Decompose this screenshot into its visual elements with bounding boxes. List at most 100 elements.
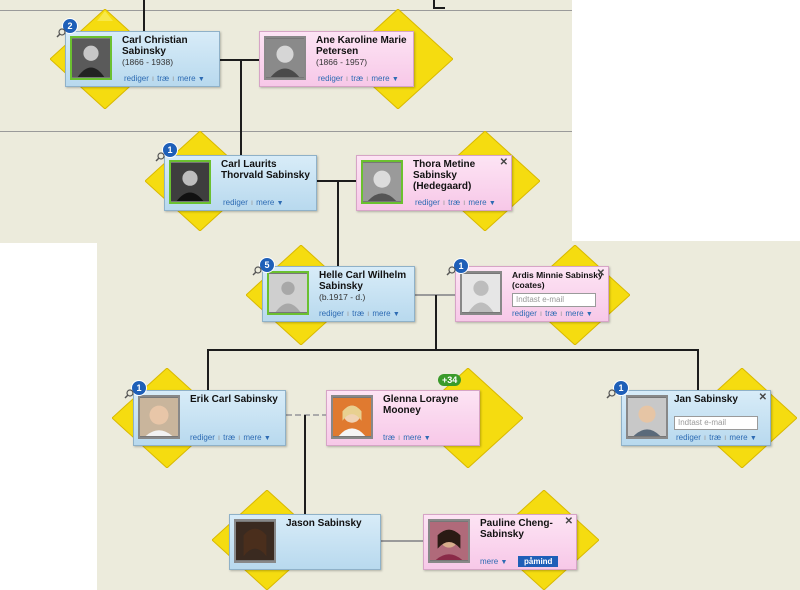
person-card-thora[interactable]: Thora Metine Sabinsky (Hedegaard) ✕ redi… xyxy=(356,155,512,211)
person-photo[interactable] xyxy=(331,395,373,439)
connector-line xyxy=(207,349,209,391)
person-photo[interactable] xyxy=(460,271,502,315)
more-link[interactable]: mere ▼ xyxy=(372,309,399,318)
tree-link[interactable]: træ xyxy=(223,433,236,442)
person-name[interactable]: Thora Metine Sabinsky (Hedegaard) xyxy=(413,159,476,192)
person-photo[interactable] xyxy=(626,395,668,439)
more-label: mere xyxy=(480,557,499,566)
close-icon[interactable]: ✕ xyxy=(758,392,767,403)
more-label: mere xyxy=(372,309,391,318)
person-card-ane-karoline[interactable]: Ane Karoline Marie Petersen(1866 - 1957)… xyxy=(259,31,414,87)
person-name[interactable]: Ardis Minnie Sabinsky (coates) xyxy=(512,270,603,290)
close-icon[interactable]: ✕ xyxy=(564,516,573,527)
more-label: mere xyxy=(729,433,748,442)
person-name[interactable]: Ane Karoline Marie Petersen(1866 - 1957) xyxy=(316,35,407,67)
tree-link[interactable]: træ xyxy=(352,309,365,318)
separator: ı xyxy=(366,74,369,83)
person-card-ardis[interactable]: Ardis Minnie Sabinsky (coates) ✕ Indtast… xyxy=(455,266,609,322)
person-name[interactable]: Carl Laurits Thorvald Sabinsky xyxy=(221,159,310,181)
person-photo[interactable] xyxy=(70,36,112,80)
partner-dashed-line xyxy=(286,414,328,416)
connector-line xyxy=(433,7,445,9)
more-link[interactable]: mere ▼ xyxy=(256,198,283,207)
more-link[interactable]: mere ▼ xyxy=(177,74,204,83)
email-field[interactable]: Indtast e-mail xyxy=(674,416,758,430)
connector-line xyxy=(435,295,437,350)
person-card-carl-christian[interactable]: Carl Christian Sabinsky(1866 - 1938) red… xyxy=(65,31,220,87)
tree-link[interactable]: træ xyxy=(545,309,558,318)
hint-badge[interactable]: 1 xyxy=(453,258,469,274)
more-label: mere xyxy=(371,74,390,83)
connector-line xyxy=(207,349,698,351)
separator: ı xyxy=(172,74,175,83)
tree-link[interactable]: træ xyxy=(448,198,461,207)
person-name[interactable]: Erik Carl Sabinsky xyxy=(190,394,278,405)
hint-badge[interactable]: 1 xyxy=(131,380,147,396)
tree-link[interactable]: træ xyxy=(351,74,364,83)
more-label: mere xyxy=(565,309,584,318)
separator: ı xyxy=(463,198,466,207)
edit-link[interactable]: rediger xyxy=(124,74,149,83)
tree-link[interactable]: træ xyxy=(157,74,170,83)
person-photo[interactable] xyxy=(169,160,211,204)
person-name[interactable]: Jason Sabinsky xyxy=(286,518,362,529)
chevron-down-icon: ▼ xyxy=(423,435,431,442)
more-link[interactable]: mere ▼ xyxy=(480,557,507,566)
edit-link[interactable]: rediger xyxy=(512,309,537,318)
person-years: (1866 - 1957) xyxy=(316,57,368,67)
person-photo[interactable] xyxy=(361,160,403,204)
connector-line xyxy=(380,540,424,542)
edit-link[interactable]: rediger xyxy=(676,433,701,442)
person-name[interactable]: Jan Sabinsky xyxy=(674,394,738,405)
close-icon[interactable]: ✕ xyxy=(596,268,605,279)
more-link[interactable]: mere ▼ xyxy=(468,198,495,207)
person-name[interactable]: Glenna Lorayne Mooney xyxy=(383,394,459,416)
edit-link[interactable]: rediger xyxy=(223,198,248,207)
magnifier-icon[interactable] xyxy=(252,266,262,276)
magnifier-icon[interactable] xyxy=(446,266,456,276)
close-icon[interactable]: ✕ xyxy=(499,157,508,168)
person-photo[interactable] xyxy=(138,395,180,439)
person-photo[interactable] xyxy=(428,519,470,563)
person-card-jason[interactable]: Jason Sabinsky xyxy=(229,514,381,570)
person-name[interactable]: Carl Christian Sabinsky(1866 - 1938) xyxy=(122,35,188,67)
more-link[interactable]: mere ▼ xyxy=(565,309,592,318)
person-photo[interactable] xyxy=(267,271,309,315)
chevron-down-icon: ▼ xyxy=(276,200,284,207)
hint-badge[interactable]: 1 xyxy=(613,380,629,396)
person-card-pauline[interactable]: Pauline Cheng-Sabinsky ✕ mere ▼ påmind xyxy=(423,514,577,570)
more-link[interactable]: mere ▼ xyxy=(729,433,756,442)
more-link[interactable]: mere ▼ xyxy=(243,433,270,442)
edit-link[interactable]: rediger xyxy=(415,198,440,207)
magnifier-icon[interactable] xyxy=(155,152,165,162)
magnifier-icon[interactable] xyxy=(606,389,616,399)
magnifier-icon[interactable] xyxy=(56,28,66,38)
matches-count-badge[interactable]: +34 xyxy=(438,374,462,386)
hint-badge[interactable]: 5 xyxy=(259,257,275,273)
edit-link[interactable]: rediger xyxy=(318,74,343,83)
edit-link[interactable]: rediger xyxy=(319,309,344,318)
hint-badge[interactable]: 2 xyxy=(62,18,78,34)
person-name[interactable]: Helle Carl Wilhelm Sabinsky(b.1917 - d.) xyxy=(319,270,407,302)
tree-link[interactable]: træ xyxy=(383,433,395,442)
more-link[interactable]: mere ▼ xyxy=(403,433,430,442)
person-photo[interactable] xyxy=(234,519,276,563)
remind-button[interactable]: påmind xyxy=(518,556,559,567)
tree-link[interactable]: træ xyxy=(709,433,722,442)
hint-badge[interactable]: 1 xyxy=(162,142,178,158)
person-card-helle-carl[interactable]: Helle Carl Wilhelm Sabinsky(b.1917 - d.)… xyxy=(262,266,415,322)
more-link[interactable]: mere ▼ xyxy=(371,74,398,83)
edit-link[interactable]: rediger xyxy=(190,433,215,442)
magnifier-icon[interactable] xyxy=(124,389,134,399)
person-name[interactable]: Pauline Cheng-Sabinsky xyxy=(480,518,553,540)
email-field[interactable]: Indtast e-mail xyxy=(512,293,596,307)
person-photo[interactable] xyxy=(264,36,306,80)
